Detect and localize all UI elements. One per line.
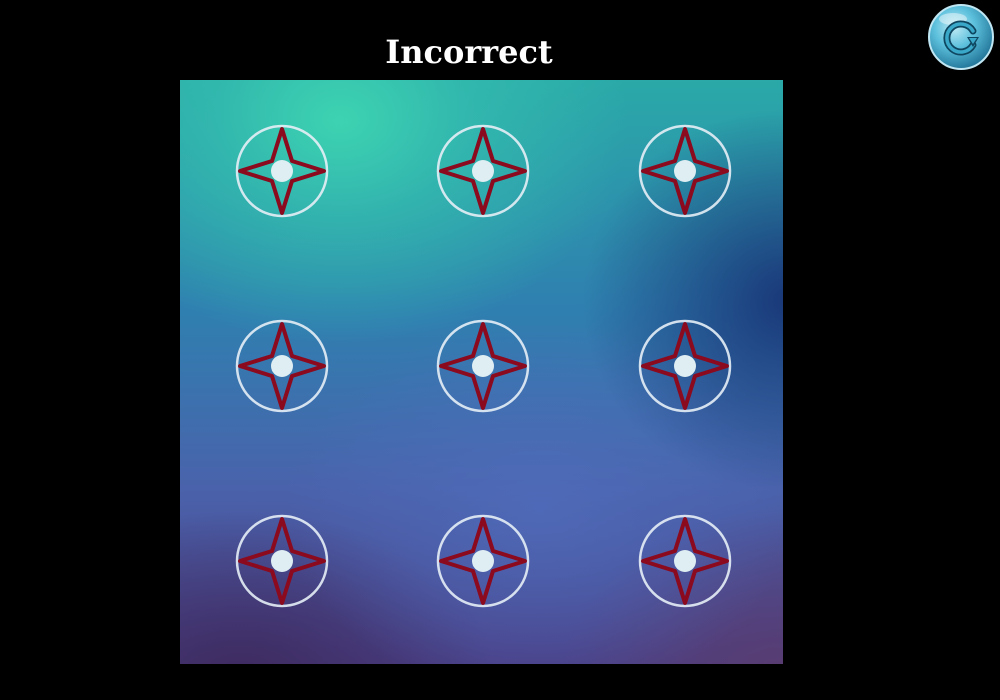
node-ring	[638, 319, 732, 413]
pattern-node-r3-c2[interactable]	[436, 514, 530, 608]
error-star-icon	[439, 322, 527, 410]
error-star-icon	[238, 127, 326, 215]
node-ring	[638, 514, 732, 608]
reset-button[interactable]	[927, 3, 995, 71]
node-ring	[638, 124, 732, 218]
node-ring	[436, 514, 530, 608]
pattern-node-r3-c1[interactable]	[235, 514, 329, 608]
node-dot	[271, 550, 293, 572]
node-ring	[235, 319, 329, 413]
status-title: Incorrect	[385, 33, 553, 71]
node-ring	[235, 124, 329, 218]
node-dot	[472, 550, 494, 572]
error-star-icon	[641, 322, 729, 410]
pattern-node-r1-c1[interactable]	[235, 124, 329, 218]
node-dot	[472, 355, 494, 377]
node-ring	[436, 319, 530, 413]
node-dot	[674, 355, 696, 377]
error-star-icon	[439, 127, 527, 215]
pattern-grid	[235, 124, 732, 608]
pattern-node-r2-c3[interactable]	[638, 319, 732, 413]
pattern-node-r3-c3[interactable]	[638, 514, 732, 608]
error-star-icon	[238, 322, 326, 410]
node-dot	[674, 550, 696, 572]
error-star-icon	[439, 517, 527, 605]
node-ring	[235, 514, 329, 608]
node-dot	[674, 160, 696, 182]
node-dot	[271, 160, 293, 182]
node-dot	[271, 355, 293, 377]
node-ring	[436, 124, 530, 218]
pattern-node-r1-c3[interactable]	[638, 124, 732, 218]
pattern-node-r1-c2[interactable]	[436, 124, 530, 218]
pattern-board[interactable]	[180, 80, 783, 664]
error-star-icon	[238, 517, 326, 605]
pattern-node-r2-c1[interactable]	[235, 319, 329, 413]
error-star-icon	[641, 127, 729, 215]
error-star-icon	[641, 517, 729, 605]
pattern-node-r2-c2[interactable]	[436, 319, 530, 413]
node-dot	[472, 160, 494, 182]
refresh-icon	[928, 4, 994, 70]
